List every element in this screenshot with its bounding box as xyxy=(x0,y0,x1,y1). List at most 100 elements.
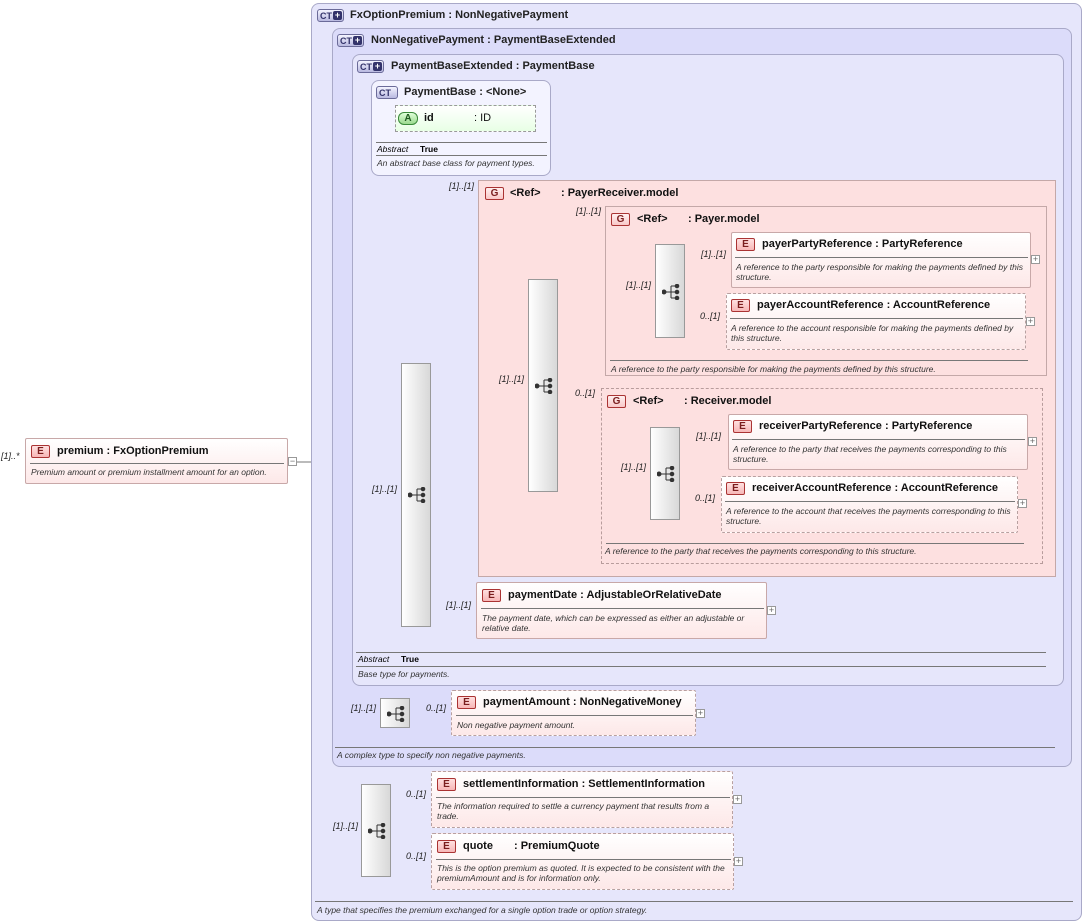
sequence-compositor[interactable] xyxy=(528,279,558,492)
element-name: paymentDate : AdjustableOrRelativeDate xyxy=(508,589,722,601)
separator xyxy=(335,747,1055,748)
separator xyxy=(730,318,1023,319)
element-type: : PremiumQuote xyxy=(514,840,600,852)
group-multiplicity: [1]..[1] xyxy=(576,206,602,216)
sequence-multiplicity: [1]..[1] xyxy=(499,374,525,384)
complex-type-description: An abstract base class for payment types… xyxy=(377,158,535,168)
separator xyxy=(436,797,730,798)
element-description: The payment date, which can be expressed… xyxy=(482,613,745,633)
element-badge: E xyxy=(482,589,501,602)
complex-type-description: A type that specifies the premium exchan… xyxy=(317,905,648,915)
complex-type-paymentbase: CT PaymentBase : <None> A id : ID Abstra… xyxy=(371,80,551,176)
element-badge: E xyxy=(731,299,750,312)
separator xyxy=(376,142,547,143)
receiver-account-reference-element[interactable]: E receiverAccountReference : AccountRefe… xyxy=(721,476,1018,533)
complex-type-icon: CT+ xyxy=(337,34,364,47)
group-ref: <Ref> xyxy=(510,187,541,199)
expand-toggle-icon[interactable]: + xyxy=(767,605,776,615)
separator xyxy=(436,859,731,860)
complex-type-icon: CT+ xyxy=(357,60,384,73)
group-ref: <Ref> xyxy=(637,213,668,225)
element-description: A reference to the account that receives… xyxy=(726,506,1011,526)
element-badge: E xyxy=(736,238,755,251)
collapse-toggle-icon[interactable]: − xyxy=(288,456,297,466)
group-multiplicity: [1]..[1] xyxy=(449,181,475,191)
sequence-icon xyxy=(657,466,675,482)
sequence-multiplicity: [1]..[1] xyxy=(626,280,652,290)
sequence-compositor[interactable] xyxy=(650,427,680,520)
element-multiplicity: 0..[1] xyxy=(426,703,447,713)
sequence-compositor[interactable] xyxy=(380,698,410,728)
sequence-icon xyxy=(368,823,386,839)
payer-account-reference-element[interactable]: E payerAccountReference : AccountReferen… xyxy=(726,293,1026,350)
element-name: paymentAmount : NonNegativeMoney xyxy=(483,696,682,708)
sequence-icon xyxy=(535,378,553,394)
payment-date-element[interactable]: E paymentDate : AdjustableOrRelativeDate… xyxy=(476,582,767,639)
sequence-multiplicity: [1]..[1] xyxy=(621,462,647,472)
sequence-icon xyxy=(408,487,426,503)
abstract-value: True xyxy=(420,144,438,154)
element-name: payerAccountReference : AccountReference xyxy=(757,299,991,311)
quote-element[interactable]: E quote : PremiumQuote This is the optio… xyxy=(431,833,734,890)
sequence-multiplicity: [1]..[1] xyxy=(351,703,377,713)
attribute-badge: A xyxy=(398,112,418,125)
sequence-compositor[interactable] xyxy=(655,244,685,338)
element-badge: E xyxy=(31,445,50,458)
premium-element[interactable]: E premium : FxOptionPremium Premium amou… xyxy=(25,438,288,484)
group-ref: <Ref> xyxy=(633,395,664,407)
complex-type-title: NonNegativePayment : PaymentBaseExtended xyxy=(371,34,616,46)
expand-toggle-icon[interactable]: + xyxy=(1018,498,1027,508)
group-name: : Receiver.model xyxy=(684,395,772,407)
sequence-icon xyxy=(387,706,405,722)
sequence-compositor[interactable] xyxy=(401,363,431,627)
separator xyxy=(315,901,1073,902)
complex-type-title: FxOptionPremium : NonNegativePayment xyxy=(350,9,569,21)
abstract-label: Abstract xyxy=(377,144,409,154)
expand-toggle-icon[interactable]: + xyxy=(1026,316,1035,326)
element-description: A reference to the party responsible for… xyxy=(736,262,1023,282)
separator xyxy=(732,439,1025,440)
sequence-multiplicity: [1]..[1] xyxy=(372,484,398,494)
separator xyxy=(725,501,1015,502)
group-description: A reference to the party that receives t… xyxy=(605,546,917,556)
separator xyxy=(30,463,284,464)
complex-type-title: PaymentBase : <None> xyxy=(404,86,527,98)
element-name: settlementInformation : SettlementInform… xyxy=(463,778,706,790)
element-multiplicity: [1]..[1] xyxy=(696,431,722,441)
expand-toggle-icon[interactable]: + xyxy=(1031,254,1040,264)
element-name: receiverAccountReference : AccountRefere… xyxy=(752,482,998,494)
payment-amount-element[interactable]: E paymentAmount : NonNegativeMoney Non n… xyxy=(451,690,696,736)
sequence-compositor[interactable] xyxy=(361,784,391,877)
abstract-label: Abstract xyxy=(358,654,390,664)
complex-type-icon: CT xyxy=(376,86,398,99)
abstract-value: True xyxy=(401,654,419,664)
sequence-multiplicity: [1]..[1] xyxy=(333,821,359,831)
receiver-party-reference-element[interactable]: E receiverPartyReference : PartyReferenc… xyxy=(728,414,1028,470)
separator xyxy=(481,608,764,609)
element-badge: E xyxy=(726,482,745,495)
expand-toggle-icon[interactable]: + xyxy=(733,794,742,804)
attribute-id[interactable]: A id : ID xyxy=(395,105,536,132)
attribute-type: : ID xyxy=(474,112,492,124)
attribute-name: id xyxy=(424,112,434,124)
element-multiplicity: [1]..[1] xyxy=(701,249,727,259)
complex-type-description: A complex type to specify non negative p… xyxy=(337,750,526,760)
complex-type-title: PaymentBaseExtended : PaymentBase xyxy=(391,60,595,72)
group-badge: G xyxy=(485,187,504,200)
element-multiplicity: 0..[1] xyxy=(406,789,427,799)
separator xyxy=(610,360,1028,361)
element-description: The information required to settle a cur… xyxy=(437,801,710,821)
element-name: payerPartyReference : PartyReference xyxy=(762,238,963,250)
separator xyxy=(356,652,1046,653)
expand-toggle-icon[interactable]: + xyxy=(734,856,743,866)
payer-party-reference-element[interactable]: E payerPartyReference : PartyReference A… xyxy=(731,232,1031,288)
expand-toggle-icon[interactable]: + xyxy=(696,708,705,718)
element-multiplicity: 0..[1] xyxy=(700,311,721,321)
settlement-information-element[interactable]: E settlementInformation : SettlementInfo… xyxy=(431,771,733,828)
separator xyxy=(456,715,693,716)
expand-toggle-icon[interactable]: + xyxy=(1028,436,1037,446)
element-badge: E xyxy=(437,840,456,853)
root-multiplicity: [1]..* xyxy=(1,451,20,461)
group-description: A reference to the party responsible for… xyxy=(611,364,936,374)
element-badge: E xyxy=(733,420,752,433)
